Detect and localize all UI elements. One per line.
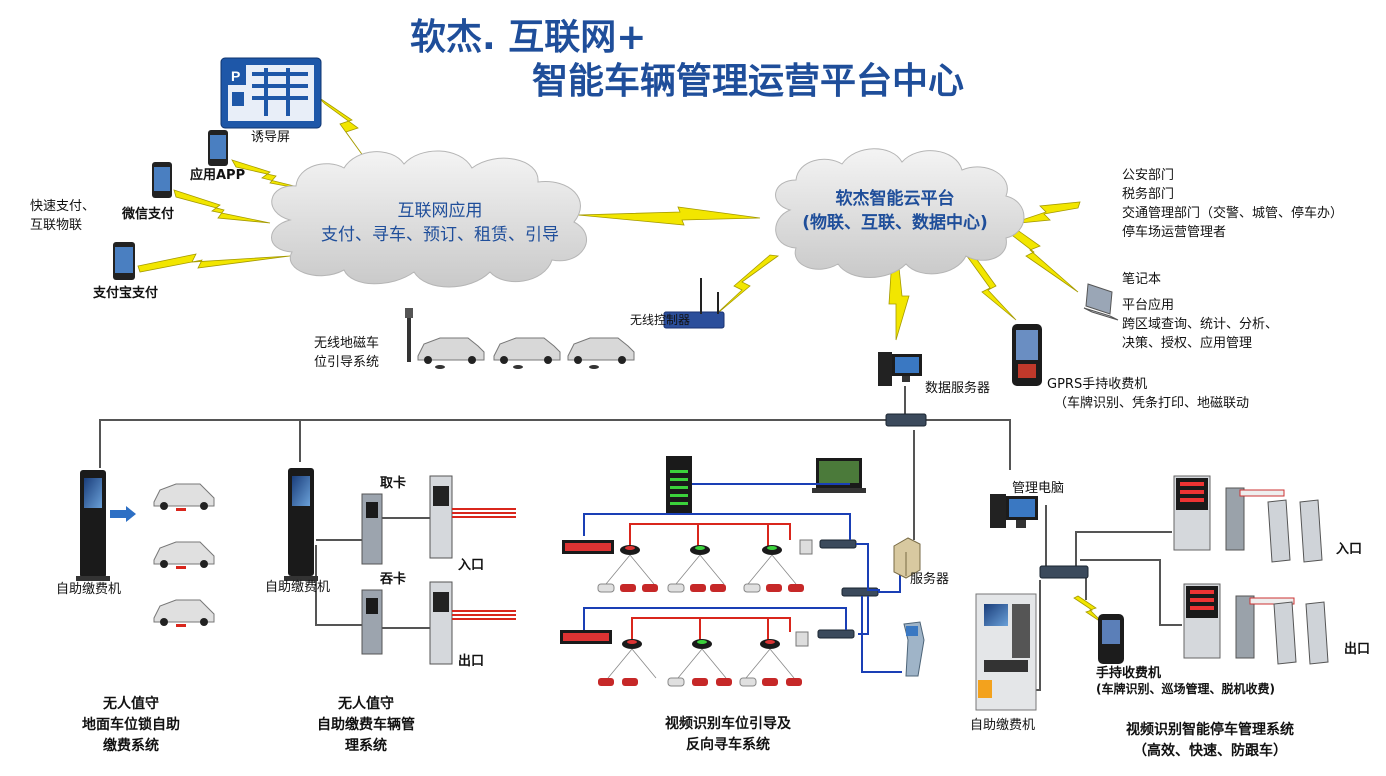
right-handheld-device bbox=[1098, 614, 1124, 664]
cameras bbox=[620, 545, 782, 649]
wireless-controller-label: 无线控制器 bbox=[630, 313, 691, 327]
swallow-card-label: 吞卡 bbox=[380, 572, 407, 587]
quick-pay-label: 快速支付、 互联物联 bbox=[30, 199, 96, 233]
mgmt-pc-device bbox=[990, 494, 1038, 528]
card-terminals bbox=[361, 475, 453, 665]
guide-screen-label: 诱导屏 bbox=[251, 130, 291, 145]
right-kiosk-device bbox=[975, 593, 1037, 711]
main-title-line2: 智能车辆管理运营平台中心 bbox=[532, 61, 965, 102]
departments-label: 公安部门 税务部门 交通管理部门（交警、城管、停车办） 停车场运营管理者 bbox=[1122, 168, 1344, 240]
gprs-handheld-device bbox=[1012, 324, 1042, 386]
gprs-handheld-desc: （车牌识别、凭条打印、地磁联动 bbox=[1054, 396, 1250, 411]
platform-app-label: 平台应用 跨区域查询、统计、分析、 决策、授权、应用管理 bbox=[1122, 298, 1279, 351]
main-title-line1: 软杰. 互联网+ bbox=[410, 17, 647, 58]
gprs-handheld-title: GPRS手持收费机 bbox=[1047, 377, 1148, 392]
geomag-cars bbox=[405, 308, 635, 369]
notebook-device bbox=[1083, 283, 1119, 321]
right-handheld-desc: (车牌识别、巡场管理、脱机收费) bbox=[1096, 682, 1275, 696]
mid-kiosk-label: 自助缴费机 bbox=[265, 580, 331, 595]
app-label: 应用APP bbox=[190, 168, 246, 183]
internet-cloud-title: 互联网应用 bbox=[397, 201, 483, 221]
cloud-platform bbox=[775, 148, 1025, 278]
mid-entrance-label: 入口 bbox=[458, 558, 485, 573]
entrance-exit-gates bbox=[1173, 475, 1329, 665]
mgmt-pc-label: 管理电脑 bbox=[1012, 481, 1065, 496]
guidance-lines bbox=[583, 483, 902, 673]
wireless-controller-device bbox=[663, 278, 725, 329]
internet-cloud-desc: 支付、寻车、预订、租赁、引导 bbox=[321, 225, 559, 245]
left-kiosk-device bbox=[76, 470, 215, 627]
network-switches bbox=[817, 413, 1089, 639]
cloud-platform-desc: (物联、互联、数据中心) bbox=[802, 213, 988, 233]
video-guide-system-caption: 视频识别车位引导及 反向寻车系统 bbox=[665, 716, 791, 753]
right-kiosk-label: 自助缴费机 bbox=[970, 718, 1036, 733]
wireless-geomag-label: 无线地磁车 位引导系统 bbox=[314, 336, 380, 370]
mid-exit-label: 出口 bbox=[458, 654, 485, 669]
right-handheld-title: 手持收费机 bbox=[1096, 666, 1162, 681]
data-server-device bbox=[878, 352, 922, 386]
video-parking-system-caption: 视频识别智能停车管理系统 （高效、快速、防跟车） bbox=[1126, 722, 1294, 759]
server-device bbox=[893, 537, 921, 579]
self-pay-system-caption: 无人值守 自助缴费车辆管 理系统 bbox=[317, 696, 415, 754]
guide-screen-device: P bbox=[220, 57, 322, 129]
left-kiosk-label: 自助缴费机 bbox=[56, 582, 122, 597]
right-entrance-label: 入口 bbox=[1336, 542, 1363, 557]
right-exit-label: 出口 bbox=[1344, 642, 1371, 657]
query-terminal bbox=[903, 621, 925, 677]
wechat-pay-label: 微信支付 bbox=[122, 207, 175, 222]
parked-cars bbox=[597, 539, 813, 687]
data-server-label: 数据服务器 bbox=[925, 381, 991, 396]
barrier-arms bbox=[452, 508, 516, 620]
internet-cloud bbox=[271, 150, 587, 288]
lightning-links bbox=[137, 96, 1105, 625]
ground-lock-system-caption: 无人值守 地面车位锁自助 缴费系统 bbox=[82, 696, 180, 754]
notebook-label: 笔记本 bbox=[1122, 272, 1162, 287]
svg-text:P: P bbox=[231, 68, 240, 84]
led-signs bbox=[560, 540, 614, 644]
server-label: 服务器 bbox=[910, 572, 950, 587]
cloud-platform-title: 软杰智能云平台 bbox=[835, 189, 955, 209]
alipay-label: 支付宝支付 bbox=[93, 286, 159, 301]
mid-kiosk-device bbox=[284, 468, 318, 581]
camera-rays bbox=[605, 554, 797, 679]
phone-icons bbox=[113, 130, 228, 280]
take-card-label: 取卡 bbox=[380, 476, 407, 491]
monitor-device bbox=[812, 458, 866, 493]
guidance-display-panel bbox=[666, 456, 692, 514]
